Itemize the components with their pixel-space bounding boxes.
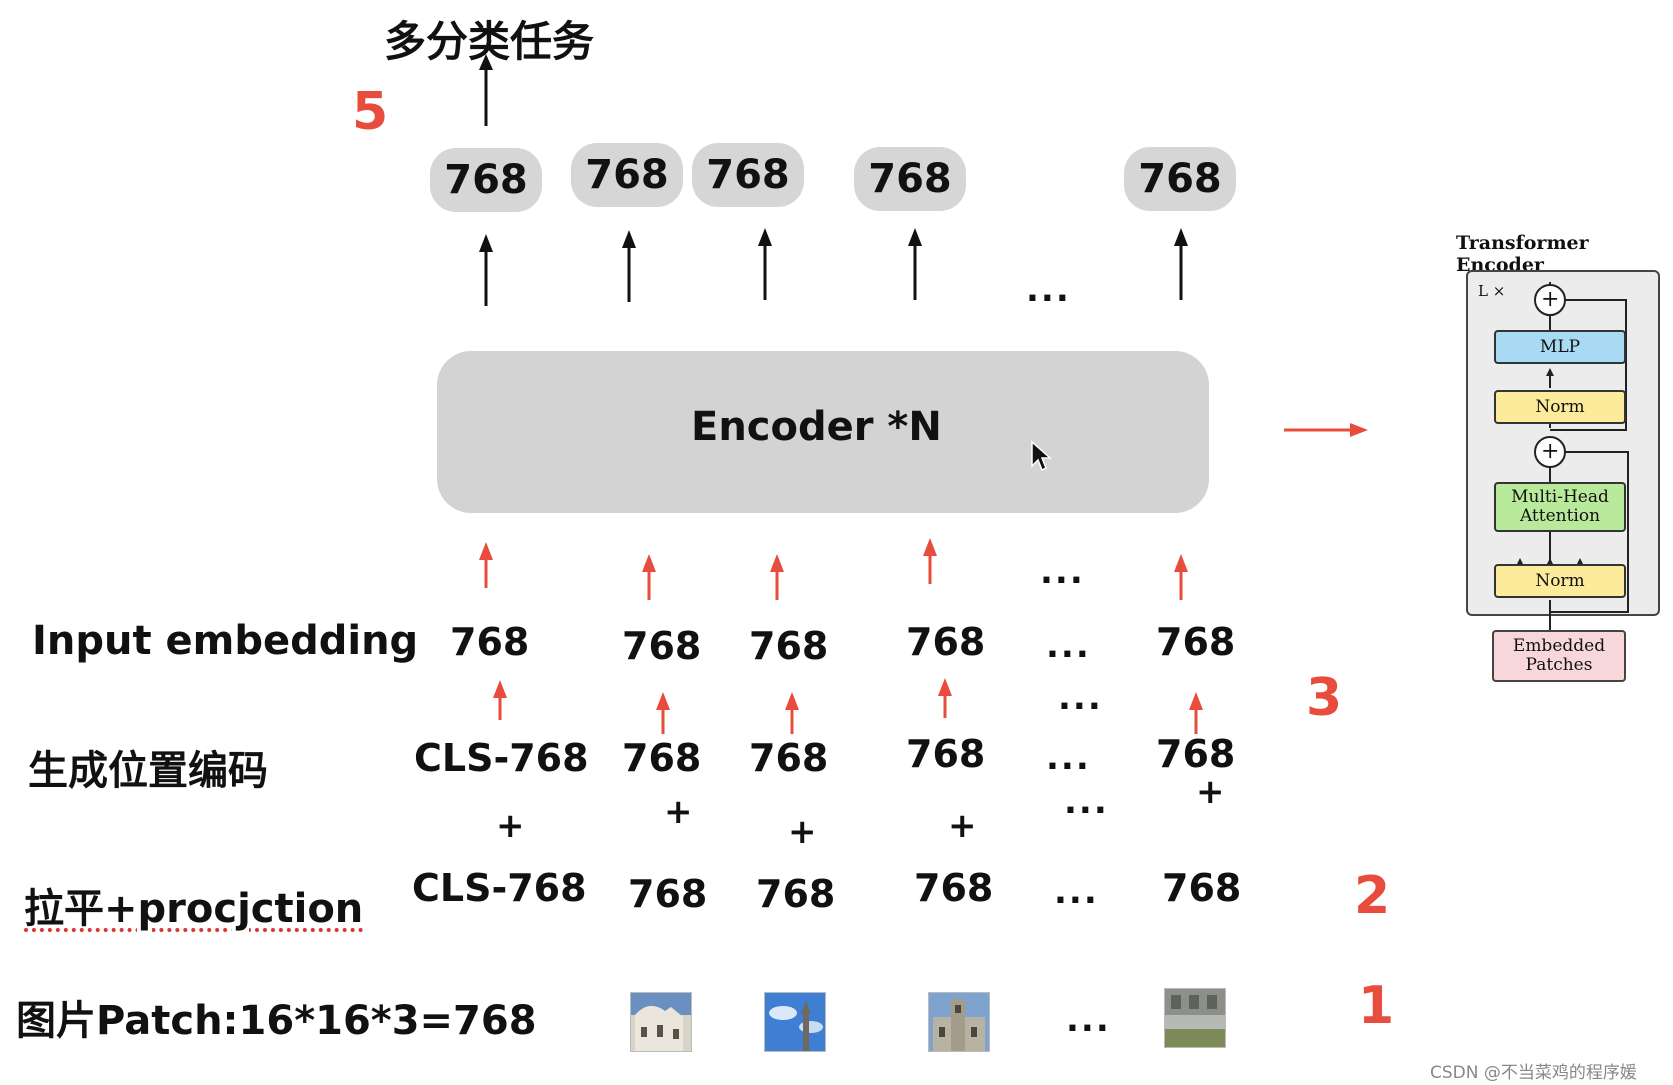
attention-block: Multi-Head Attention (1494, 482, 1626, 532)
position-value: 768 (1156, 732, 1236, 776)
projection-value: 768 (914, 866, 994, 910)
black-arrow-up-icon (479, 234, 493, 306)
red-arrow-up-icon (656, 692, 670, 734)
position-encoding-label: 生成位置编码 (28, 748, 268, 794)
mouse-cursor-icon (1031, 440, 1052, 472)
input-embedding-value: 768 (1156, 620, 1236, 664)
output-ellipsis: ... (1026, 270, 1071, 310)
position-ellipsis: ... (1046, 738, 1091, 778)
input-embedding-label: Input embedding (32, 618, 419, 664)
repeat-label: L × (1478, 282, 1506, 300)
projection-value: 768 (628, 872, 708, 916)
red-arrow-up-icon (923, 538, 937, 584)
output-token-pill: 768 (430, 148, 542, 212)
input-embedding-value: 768 (906, 620, 986, 664)
image-patch-label: 图片Patch:16*16*3=768 (16, 998, 537, 1044)
plus-sign: + (1196, 772, 1225, 812)
black-arrow-up-icon (622, 230, 636, 302)
red-arrow-up-icon (938, 678, 952, 718)
image-patch-thumbnail (630, 992, 692, 1052)
projection-value: 768 (756, 872, 836, 916)
red-arrow-right-icon (1284, 423, 1368, 437)
red-arrow-up-icon (1174, 554, 1188, 600)
embedded-patches-block: Embedded Patches (1492, 630, 1626, 682)
step-number-5: 5 (352, 82, 389, 142)
task-title: 多分类任务 (384, 17, 595, 66)
red-arrow-up-icon (493, 680, 507, 720)
add-node-symbol: + (1541, 439, 1560, 464)
plus-sign: + (496, 806, 525, 846)
red-arrow-up-icon (479, 542, 493, 588)
red-arrow-up-icon (770, 554, 784, 600)
encoder-input-ellipsis: ... (1040, 552, 1085, 592)
output-token-pill: 768 (854, 147, 966, 211)
flatten-projection-text: 拉平+procjction (24, 886, 364, 932)
projection-ellipsis: ... (1054, 872, 1099, 912)
black-arrow-up-icon (758, 228, 772, 300)
position-value: 768 (906, 732, 986, 776)
embedded-patches-label: Embedded Patches (1512, 636, 1606, 675)
projection-value: 768 (1162, 866, 1242, 910)
black-arrow-up-icon (1174, 228, 1188, 300)
input-embedding-ellipsis: ... (1046, 626, 1091, 666)
image-patch-thumbnail (1164, 988, 1226, 1048)
between-rows-ellipsis: ... (1058, 678, 1103, 718)
encoder-block (437, 351, 1209, 513)
output-token-pill: 768 (571, 143, 683, 207)
norm-block-bottom: Norm (1494, 564, 1626, 598)
input-embedding-value: 768 (622, 624, 702, 668)
attention-label: Multi-Head Attention (1511, 487, 1609, 526)
output-token-pill: 768 (692, 143, 804, 207)
red-arrow-up-icon (1189, 692, 1203, 734)
patch-ellipsis: ... (1066, 1000, 1111, 1040)
position-value: 768 (622, 736, 702, 780)
input-embedding-value: 768 (749, 624, 829, 668)
step-number-3: 3 (1306, 668, 1343, 728)
red-arrow-up-icon (642, 554, 656, 600)
plus-sign: + (664, 792, 693, 832)
position-value: CLS-768 (414, 736, 589, 780)
step-number-2: 2 (1354, 866, 1391, 926)
norm-block-top: Norm (1494, 390, 1626, 424)
position-value: 768 (749, 736, 829, 780)
add-node-icon (1534, 436, 1566, 468)
output-token-pill: 768 (1124, 147, 1236, 211)
black-arrow-up-icon (479, 54, 493, 126)
add-node-icon (1534, 284, 1566, 316)
flatten-projection-label: 拉平+procjction (24, 876, 363, 934)
watermark: CSDN @不当菜鸡的程序媛 (1430, 1063, 1637, 1083)
plus-sign: + (948, 806, 977, 846)
step-number-1: 1 (1358, 976, 1395, 1036)
encoder-label: Encoder *N (691, 404, 942, 450)
plus-ellipsis: ... (1064, 782, 1109, 822)
black-arrow-up-icon (908, 228, 922, 300)
input-embedding-value: 768 (450, 620, 530, 664)
image-patch-thumbnail (764, 992, 826, 1052)
mlp-block: MLP (1494, 330, 1626, 364)
add-node-symbol: + (1541, 287, 1560, 312)
red-arrow-up-icon (785, 692, 799, 734)
image-patch-thumbnail (928, 992, 990, 1052)
projection-value: CLS-768 (412, 866, 587, 910)
plus-sign: + (788, 812, 817, 852)
